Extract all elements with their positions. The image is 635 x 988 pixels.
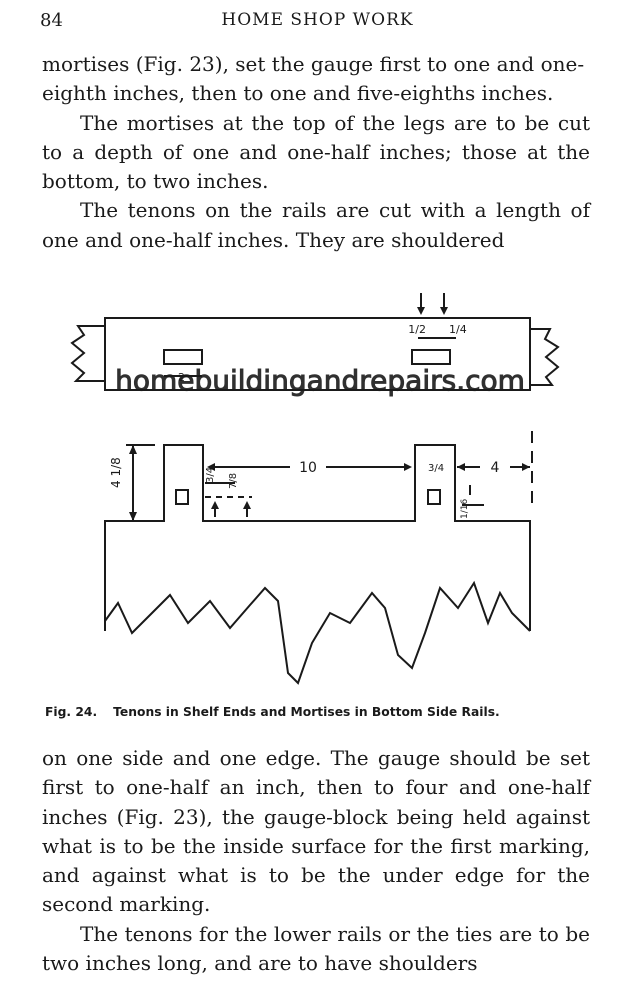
tenon-hole-right [427, 489, 441, 505]
label-left-mortise: 2 [178, 371, 185, 384]
label-left-height: 4 1/8 [109, 457, 123, 488]
page-header: 84 HOME SHOP WORK [0, 8, 635, 34]
tenon-hole-left [175, 489, 189, 505]
label-seven-eighth: 7/8 [228, 473, 239, 489]
mortise-right [411, 349, 451, 365]
caption-label: Fig. 24. [45, 705, 98, 719]
shelf-end-outline [104, 444, 531, 631]
label-four: 4 [491, 460, 500, 476]
label-one-sixteenth: 1/16 [460, 499, 470, 519]
bottom-text-block: on one side and one edge. The gauge shou… [42, 744, 590, 978]
rail-break-left [70, 325, 105, 382]
label-half: 1/2 [408, 323, 426, 336]
paragraph: The mortises at the top of the legs are … [42, 110, 590, 194]
paragraph: The tenons on the rails are cut with a l… [42, 198, 590, 252]
paragraph: on one side and one edge. The gauge shou… [42, 746, 590, 917]
figure-24: 1/2 1/4 2 4 1/8 3/4 7/8 10 3/4 4 1/16 ho… [0, 283, 635, 703]
figure-drawing: 1/2 1/4 2 4 1/8 3/4 7/8 10 3/4 4 1/16 ho… [70, 293, 560, 685]
paragraph: mortises (Fig. 23), set the gauge first … [42, 52, 585, 106]
top-text-block: mortises (Fig. 23), set the gauge first … [42, 50, 590, 255]
label-three-quarter-b: 3/4 [428, 463, 444, 474]
running-head: HOME SHOP WORK [221, 10, 414, 30]
page-number: 84 [40, 10, 63, 31]
watermark: homebuildingandrepairs.com [115, 364, 525, 397]
rail-break-right [530, 328, 560, 386]
figure-caption: Fig. 24. Tenons in Shelf Ends and Mortise… [45, 705, 605, 719]
shelf-break [104, 580, 531, 685]
paragraph: The tenons for the lower rails or the ti… [42, 921, 590, 976]
caption-text: Tenons in Shelf Ends and Mortises in Bot… [113, 705, 500, 719]
rail-outline [104, 317, 531, 391]
label-ten: 10 [299, 460, 317, 476]
label-three-quarter-a: 3/4 [205, 467, 216, 483]
label-quarter: 1/4 [449, 323, 467, 336]
mortise-left [163, 349, 203, 365]
